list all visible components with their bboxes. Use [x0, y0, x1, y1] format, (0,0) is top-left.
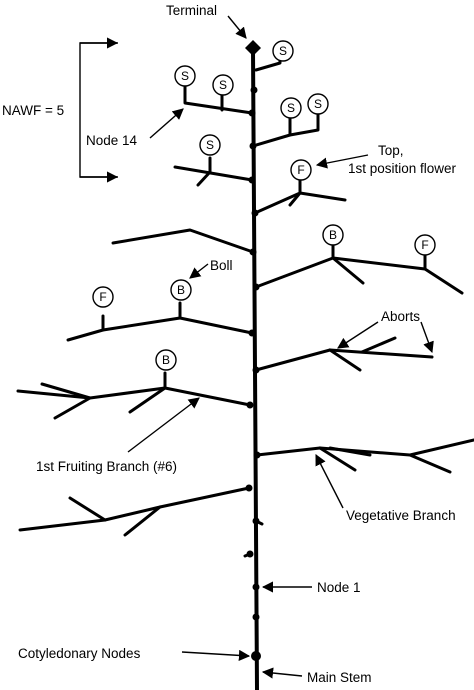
main-stem-label: Main Stem	[307, 670, 372, 685]
square-marker: S	[212, 74, 234, 96]
cotyledonary-nodes-label: Cotyledonary Nodes	[18, 646, 141, 661]
flower-marker: F	[414, 234, 436, 256]
square-marker: S	[174, 65, 196, 87]
svg-text:S: S	[314, 97, 322, 111]
top-flower-label-line2: 1st position flower	[348, 161, 457, 176]
square-marker: S	[199, 134, 221, 156]
boll-label: Boll	[210, 258, 233, 273]
vegetative-branch-label: Vegetative Branch	[346, 508, 456, 523]
square-marker: S	[272, 40, 294, 62]
svg-text:S: S	[287, 101, 295, 115]
svg-text:F: F	[99, 290, 106, 304]
first-fruiting-branch-label: 1st Fruiting Branch (#6)	[36, 459, 177, 474]
svg-text:S: S	[279, 44, 287, 58]
flower-marker: F	[290, 159, 312, 181]
fruit-markers: S S S S S S F B F B F B	[92, 40, 436, 371]
svg-text:S: S	[181, 69, 189, 83]
nawf-bracket	[79, 37, 119, 183]
flower-marker: F	[92, 286, 114, 308]
aborts-label: Aborts	[381, 309, 420, 324]
svg-text:B: B	[177, 283, 185, 297]
fruiting-branches	[16, 50, 474, 558]
boll-marker: B	[155, 349, 177, 371]
top-flower-label-line1: Top,	[378, 143, 404, 158]
svg-text:B: B	[329, 228, 337, 242]
node14-label: Node 14	[86, 133, 138, 148]
terminal-bud	[245, 40, 261, 56]
boll-marker: B	[322, 224, 344, 246]
svg-text:S: S	[219, 78, 227, 92]
callout-labels: Terminal NAWF = 5 Node 14 Top, 1st posit…	[2, 3, 457, 685]
svg-text:S: S	[206, 138, 214, 152]
callout-arrows	[127, 15, 434, 679]
svg-text:B: B	[162, 353, 170, 367]
svg-text:F: F	[297, 163, 304, 177]
nawf-label: NAWF = 5	[2, 103, 64, 118]
terminal-label: Terminal	[166, 3, 217, 18]
square-marker: S	[307, 93, 329, 115]
boll-marker: B	[170, 279, 192, 301]
svg-text:F: F	[421, 238, 428, 252]
square-marker: S	[280, 97, 302, 119]
node1-label: Node 1	[317, 580, 361, 595]
